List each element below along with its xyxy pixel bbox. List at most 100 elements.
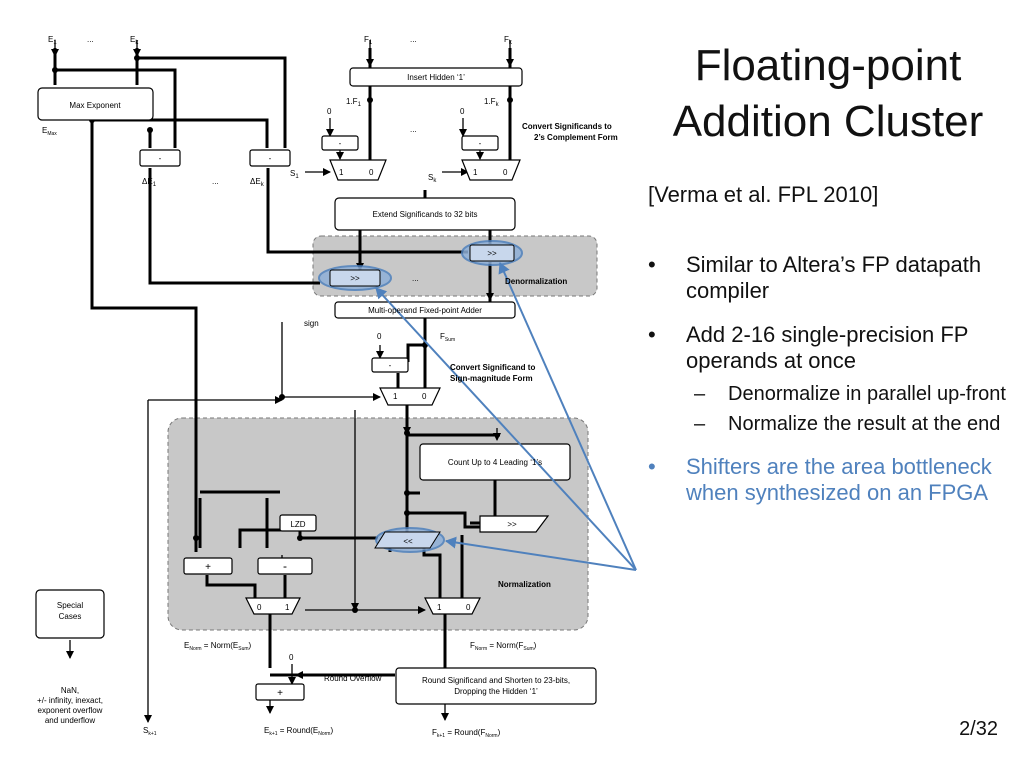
negate-k-label: - [479,139,482,148]
zero-label-sum: 0 [377,332,382,341]
round-label-1: Round Significand and Shorten to 23-bits… [422,676,570,685]
sub-block [257,557,313,575]
round-add-block [255,683,305,701]
fk1-eq-label: Fk+1 = Round(FNorm) [432,728,501,739]
fp-adder-block-diagram: E1 ... Ek F1 ... Fk Max Exponent EMax In… [35,35,637,739]
sk-label: Sk [428,173,437,184]
slide-title-line-2: Addition Cluster [672,97,984,146]
sign-mag-mux [379,387,441,406]
bullet-text: Similar to Altera’s FP datapath compiler [686,252,982,303]
convert-sm-label-1: Convert Significand to [450,363,535,372]
expmux-in1: 1 [285,603,290,612]
fsum-label: FSum [440,332,455,343]
round-overflow-label: Round Overflow [324,674,382,683]
norm-left-shifter [374,531,441,549]
special-cases-block [35,589,105,639]
subtract-1-label: - [159,154,162,163]
denormalization-label: Denormalization [505,277,567,286]
max-exponent-block [37,87,154,121]
muxk-in1: 1 [473,168,478,177]
count-leading-block [419,443,571,481]
onef-label-k: 1.Fk [484,97,500,108]
lzd-label: LZD [290,520,305,529]
delta-ek-label: ΔEk [250,177,265,188]
right-shifter-norm [479,515,550,533]
denorm-shifter-k [469,244,515,262]
special-out-3: exponent overflow [38,706,103,715]
shift-right-norm-label: >> [507,520,517,529]
sub-bullet-item: Normalize the result at the end [686,412,1008,436]
denorm-shifter-1 [329,269,381,287]
shift-left-label: << [403,537,413,546]
special-out-2: +/- infinity, inexact, [37,696,103,705]
input-ek: Ek [130,35,139,46]
emax-label: EMax [42,126,57,137]
sk1-label: Sk+1 [143,726,157,737]
special-cases-label-1: Special [57,601,83,610]
convert-twos-label-2: 2’s Complement Form [534,133,618,142]
zero-label-1: 0 [327,107,332,116]
ellipsis-denorm: ... [412,274,419,283]
normalization-label: Normalization [498,580,551,589]
input-f1: F1 [364,35,373,46]
negate-sum-label: - [389,361,392,370]
zero-label-round: 0 [289,653,294,662]
lzd-block [279,514,317,532]
bullet-item-highlight: Shifters are the area bottleneck when sy… [648,454,1008,506]
fnorm-eq-label: FNorm = Norm(FSum) [470,641,537,652]
extend-label: Extend Significands to 32 bits [373,210,478,219]
count-leading-label: Count Up to 4 Leading ‘1’s [448,458,542,467]
onef-label-1: 1.F1 [346,97,362,108]
mux1-in0: 0 [369,168,374,177]
citation: [Verma et al. FPL 2010] [648,182,879,207]
smmux-in0: 0 [422,392,427,401]
slide-title-line-1: Floating-point [694,41,962,90]
round-label-2: Dropping the Hidden ‘1’ [454,687,538,696]
subtract-k-label: - [269,154,272,163]
smmux-in1: 1 [393,392,398,401]
input-fk: Fk [504,35,513,46]
sigmux-in0: 0 [466,603,471,612]
special-out-4: and underflow [45,716,95,725]
ek1-eq-label: Ek+1 = Round(ENorm) [264,726,333,737]
muxk-in0: 0 [503,168,508,177]
shift-right-label-1: >> [350,274,360,283]
ellipsis-de: ... [212,177,219,186]
mux1-in1: 1 [339,168,344,177]
subtract-block-k [249,149,291,167]
bullet-text: Shifters are the area bottleneck when sy… [686,454,992,505]
insert-hidden-block [349,67,523,87]
callout-arrow-3 [445,536,637,571]
sub-bullet-item: Denormalize in parallel up-front [686,382,1008,406]
negate-block-sum [371,357,409,373]
convert-twos-label-1: Convert Significands to [522,122,612,131]
s1-label: S1 [290,169,299,180]
convert-sm-label-2: Sign-magnitude Form [450,374,533,383]
delta-e1-label: ΔE1 [142,177,157,188]
expmux-in0: 0 [257,603,262,612]
max-exponent-label: Max Exponent [69,101,121,110]
mux-k [461,159,521,181]
input-ellipsis-e: ... [87,35,94,44]
ellipsis-mid: ... [410,125,417,134]
adder-label: Multi-operand Fixed-point Adder [368,306,482,315]
adder-block [334,301,516,319]
zero-label-k: 0 [460,107,465,116]
bullet-item: Add 2-16 single-precision FP operands at… [648,322,1008,436]
sig-mux [424,597,481,615]
sign-label: sign [304,319,319,328]
sub-label: - [283,559,287,573]
callout-arrow-1 [375,287,637,571]
input-e1: E1 [48,35,57,46]
enorm-eq-label: ENorm = Norm(ESum) [184,641,252,652]
sigmux-in1: 1 [437,603,442,612]
extend-significands-block [334,197,516,231]
bullet-item: Similar to Altera’s FP datapath compiler [648,252,1008,304]
sub-bullet-list: Denormalize in parallel up-front Normali… [686,382,1008,436]
shift-right-label-k: >> [487,249,497,258]
bullet-list: Similar to Altera’s FP datapath compiler… [648,252,1008,524]
subtract-block-1 [139,149,181,167]
slide-title: Floating-point Addition Cluster [648,38,1008,150]
special-out-1: NaN, [61,686,79,695]
mux-1 [329,159,387,181]
